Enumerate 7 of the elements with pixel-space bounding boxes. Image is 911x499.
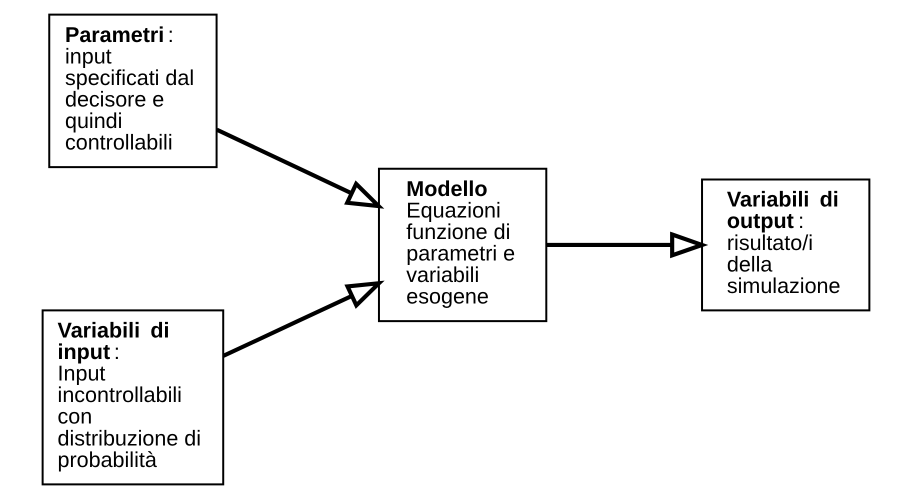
node-box: Parametri: input specificati dal decisore e quindi controllabili	[48, 14, 218, 168]
arrow	[216, 128, 384, 209]
arrow	[546, 232, 708, 258]
node-box: Modello Equazioni funzione di parametri e variabili esogene	[377, 168, 547, 322]
arrow	[222, 280, 384, 358]
node-box: Variabili di input: Input incontrollabili con distribuzione di probabilità	[41, 309, 224, 486]
node-box: Variabili di output: risultato/i della simulazione	[700, 178, 870, 312]
